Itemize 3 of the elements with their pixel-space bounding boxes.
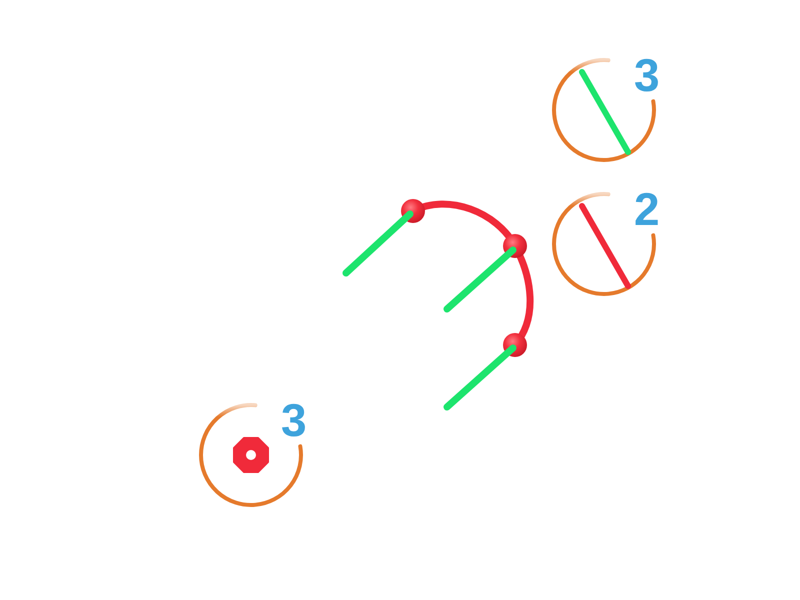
quantity-number: 2 — [634, 186, 660, 232]
quantity-number: 3 — [634, 52, 660, 98]
quantity-number: 3 — [281, 397, 307, 443]
